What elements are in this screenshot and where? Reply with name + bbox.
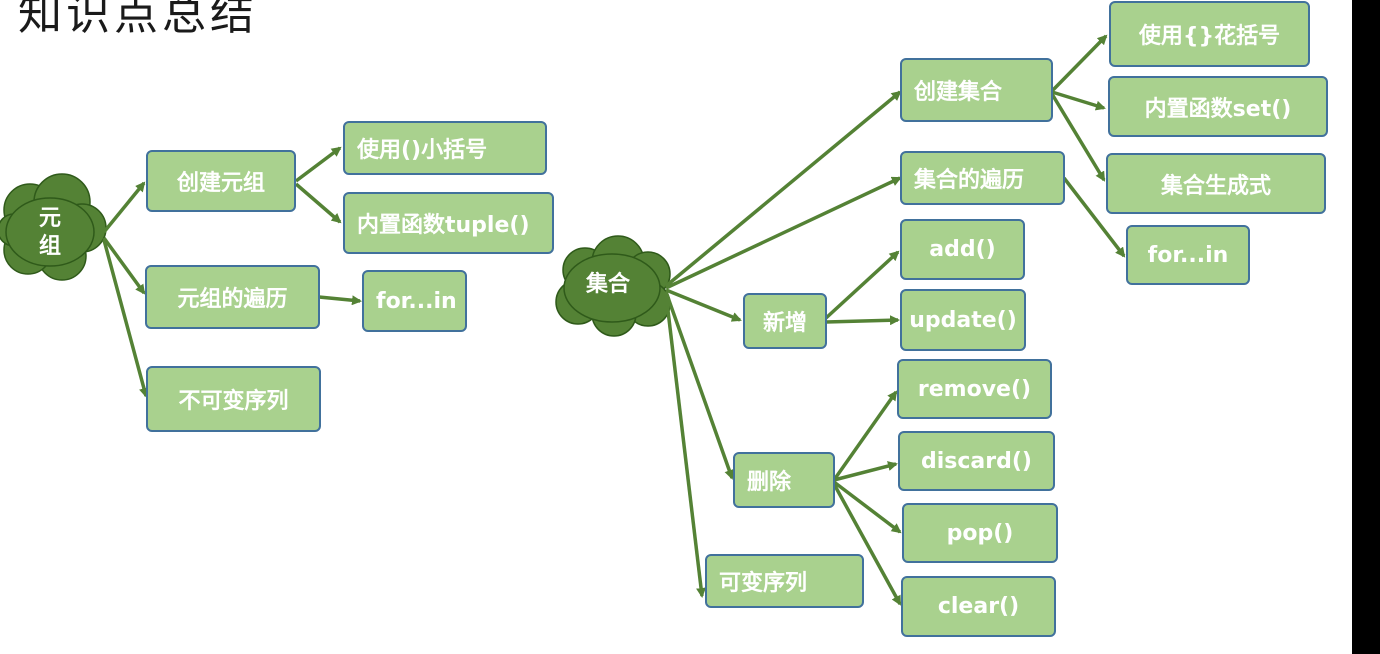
tuple-traverse-node[interactable]: 元组的遍历: [145, 265, 320, 329]
tuple-create-paren-node[interactable]: 使用()小括号: [343, 121, 547, 175]
page-title: 知识点总结: [18, 0, 258, 40]
tuple-immutable-node[interactable]: 不可变序列: [146, 366, 321, 432]
set-mutable-node[interactable]: 可变序列: [705, 554, 864, 608]
tuple-create-node[interactable]: 创建元组: [146, 150, 296, 212]
right-edge-strip: [1352, 0, 1380, 654]
set-delete-group-node[interactable]: 删除: [733, 452, 835, 508]
set-create-node[interactable]: 创建集合: [900, 58, 1053, 122]
set-pop-node[interactable]: pop(): [902, 503, 1058, 563]
tuple-arrows: [102, 146, 362, 398]
tuple-create-builtin-node[interactable]: 内置函数tuple(): [343, 192, 554, 254]
set-comprehension-node[interactable]: 集合生成式: [1106, 153, 1326, 214]
set-discard-node[interactable]: discard(): [898, 431, 1055, 491]
set-traverse-node[interactable]: 集合的遍历: [900, 151, 1065, 205]
tuple-root-line1: 元: [38, 206, 61, 231]
set-root-label: 集合: [585, 272, 630, 297]
set-clear-node[interactable]: clear(): [901, 576, 1056, 637]
set-remove-node[interactable]: remove(): [897, 359, 1052, 419]
set-arrows: [664, 34, 1126, 606]
set-create-brace-node[interactable]: 使用{}花括号: [1109, 1, 1310, 67]
tuple-cloud-shape: [0, 173, 107, 281]
set-update-node[interactable]: update(): [900, 289, 1026, 351]
set-add-group-node[interactable]: 新增: [743, 293, 827, 349]
set-add-node[interactable]: add(): [900, 219, 1025, 280]
tuple-forin-node[interactable]: for...in: [362, 270, 467, 332]
tuple-root-label: 元 组: [30, 205, 70, 261]
set-forin-node[interactable]: for...in: [1126, 225, 1250, 285]
tuple-root-line2: 组: [38, 234, 61, 259]
set-cloud-shape: [555, 235, 671, 337]
set-create-builtin-node[interactable]: 内置函数set(): [1108, 76, 1328, 137]
